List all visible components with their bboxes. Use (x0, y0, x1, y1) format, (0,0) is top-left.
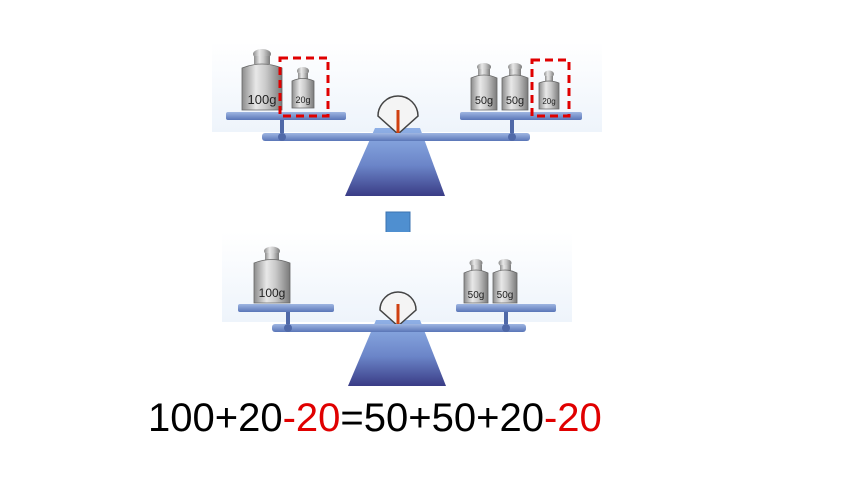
weight-icon: 100g (241, 49, 283, 111)
weight-icon: 50g (501, 63, 529, 111)
top-scale: 100g 20g 50g 50g 20g (212, 42, 602, 196)
bottom-stand (348, 320, 446, 386)
weight-icon: 50g (470, 63, 498, 111)
bottom-beam-pivot-right (502, 324, 510, 332)
weight-label-50g: 50g (506, 95, 524, 107)
bottom-beam (272, 324, 526, 332)
top-beam-pivot-left (278, 133, 286, 141)
bottom-scale: 100g 50g 50g (222, 232, 572, 386)
top-stand (345, 128, 445, 196)
top-beam-pivot-right (508, 133, 516, 141)
weight-label-20g: 20g (542, 97, 555, 106)
equation-right-sum: =50+50+20 (340, 396, 544, 440)
weight-label-50g: 50g (497, 290, 514, 301)
highlight-box-right (530, 58, 571, 118)
equation-right-subtraction: -20 (543, 396, 602, 440)
weight-label-50g: 50g (468, 290, 485, 301)
weight-label-20g: 20g (295, 95, 310, 105)
equation-left-subtraction: -20 (282, 396, 341, 440)
top-right-pan (460, 112, 582, 120)
weight-icon: 20g (538, 70, 560, 110)
top-beam (262, 133, 530, 141)
bottom-left-pan (238, 304, 334, 312)
bottom-right-pan (456, 304, 556, 312)
weight-label-50g: 50g (475, 95, 493, 107)
highlight-box-left (278, 56, 330, 118)
weight-label-100g: 100g (259, 286, 286, 300)
bottom-beam-pivot-left (284, 324, 292, 332)
equation: 100+20-20=50+50+20-20 (148, 396, 602, 441)
weight-icon: 50g (492, 259, 518, 304)
weight-icon: 50g (463, 259, 489, 304)
weight-icon: 100g (253, 246, 291, 304)
equation-left-sum: 100+20 (148, 396, 283, 440)
weight-label-100g: 100g (248, 92, 277, 107)
weight-icon: 20g (291, 67, 315, 109)
